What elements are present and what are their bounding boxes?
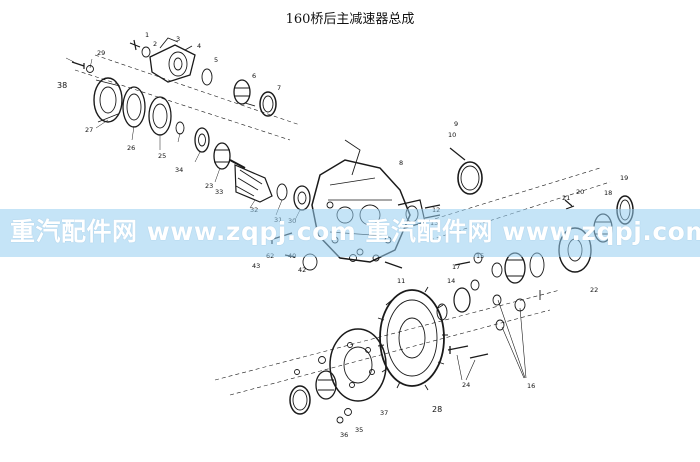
watermark-band (0, 209, 700, 257)
label-17: 17 (452, 263, 460, 271)
label-14: 14 (447, 277, 455, 285)
label-10: 10 (448, 131, 456, 139)
pinion-input-group (71, 54, 311, 211)
label-6: 6 (252, 72, 256, 80)
label-5: 5 (214, 56, 218, 64)
label-21: 21 (562, 194, 570, 202)
yoke-group (129, 37, 277, 117)
label-22: 22 (590, 286, 598, 294)
label-25: 25 (158, 152, 166, 160)
label-35: 35 (355, 426, 363, 434)
label-18: 18 (604, 189, 612, 197)
diagram-title: 160桥后主减速器总成 (285, 12, 415, 27)
ring-gear-group (214, 286, 561, 424)
label-29: 29 (97, 49, 105, 57)
label-43: 43 (252, 262, 260, 270)
label-34: 34 (175, 166, 183, 174)
label-3: 3 (176, 35, 180, 43)
label-37: 37 (380, 409, 388, 417)
label-33: 33 (215, 188, 223, 196)
label-28: 28 (432, 405, 442, 414)
label-26: 26 (127, 144, 135, 152)
label-2: 2 (153, 40, 157, 48)
label-11: 11 (397, 277, 405, 285)
label-20: 20 (576, 188, 584, 196)
label-4: 4 (197, 42, 201, 50)
label-1: 1 (145, 31, 149, 39)
label-23: 23 (205, 182, 213, 190)
label-36: 36 (340, 431, 348, 439)
label-38: 38 (57, 81, 67, 90)
label-42: 42 (298, 266, 306, 274)
watermark-text: 重汽配件网 www.zqpj.com 重汽配件网 www.zqpj.com (10, 217, 700, 246)
label-9: 9 (454, 120, 458, 128)
label-8: 8 (399, 159, 403, 167)
label-7: 7 (277, 84, 281, 92)
label-16: 16 (527, 382, 535, 390)
label-19: 19 (620, 174, 628, 182)
label-27: 27 (85, 126, 93, 134)
retaining-ring-9 (449, 147, 483, 195)
label-24: 24 (462, 381, 470, 389)
